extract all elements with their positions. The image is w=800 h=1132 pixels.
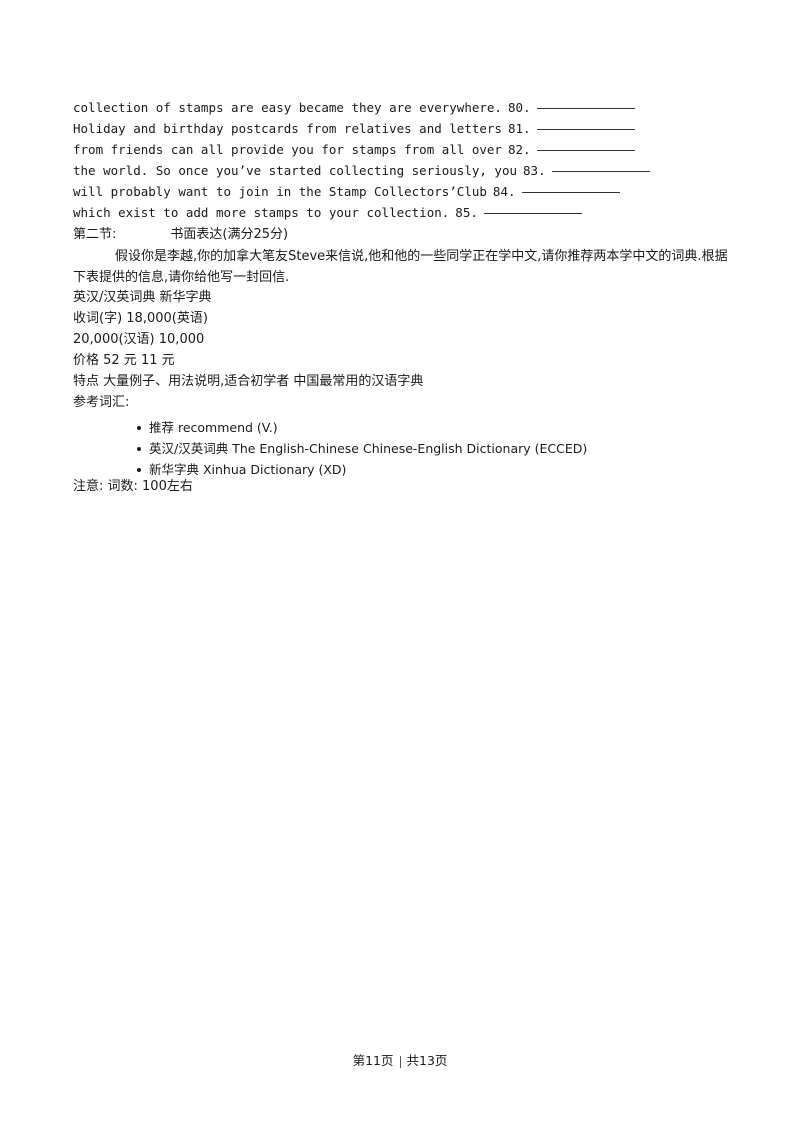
vocab-item: 新华字典 Xinhua Dictionary (XD): [137, 459, 346, 478]
writing-prompt: 假设你是李越,你的加拿大笔友Steve来信说,他和他的一些同学正在学中文,请你推…: [73, 246, 733, 288]
page-number: 第11页: [352, 1053, 394, 1068]
passage-line: which exist to add more stamps to your c…: [73, 205, 582, 220]
answer-blank: [521, 192, 620, 193]
passage-line: from friends can all provide you for sta…: [73, 142, 635, 157]
vocab-label: 参考词汇:: [73, 395, 130, 410]
word-count-note: 注意: 词数: 100左右: [73, 479, 193, 494]
passage-line: the world. So once you’ve started collec…: [73, 163, 650, 178]
question-number: 80.: [507, 100, 531, 115]
answer-blank: [536, 108, 635, 109]
passage-text: collection of stamps are easy became the…: [73, 100, 502, 115]
vocab-text: 英汉/汉英词典 The English-Chinese Chinese-Engl…: [149, 441, 588, 456]
section-heading: 第二节: 书面表达(满分25分): [73, 228, 288, 241]
info-line: 20,000(汉语) 10,000: [73, 332, 205, 347]
question-number: 82.: [507, 142, 531, 157]
vocab-text: 推荐 recommend (V.): [149, 420, 278, 435]
question-number: 85.: [455, 205, 478, 220]
info-line: 收词(字) 18,000(英语): [73, 311, 208, 326]
answer-blank: [536, 150, 635, 151]
info-line: 特点 大量例子、用法说明,适合初学者 中国最常用的汉语字典: [73, 374, 424, 389]
passage-text: Holiday and birthday postcards from rela…: [73, 121, 502, 136]
bullet-icon: [137, 467, 141, 472]
info-line: 英汉/汉英词典 新华字典: [73, 290, 212, 305]
answer-blank: [551, 171, 650, 172]
section-label: 第二节:: [73, 227, 117, 242]
answer-blank: [483, 213, 582, 214]
page-footer: 第11页共13页: [0, 1050, 800, 1069]
passage-line: Holiday and birthday postcards from rela…: [73, 121, 635, 136]
section-title: 书面表达(满分25分): [170, 227, 289, 242]
bullet-icon: [137, 446, 141, 451]
passage-text: the world. So once you’ve started collec…: [73, 163, 518, 178]
vocab-text: 新华字典 Xinhua Dictionary (XD): [149, 462, 347, 477]
bullet-icon: [137, 425, 141, 430]
prompt-text: 假设你是李越,你的加拿大笔友Steve来信说,他和他的一些同学正在学中文,请你推…: [73, 249, 728, 285]
footer-divider: [399, 1055, 401, 1068]
vocab-item: 英汉/汉英词典 The English-Chinese Chinese-Engl…: [137, 438, 587, 457]
info-line: 价格 52 元 11 元: [73, 353, 175, 368]
vocab-item: 推荐 recommend (V.): [137, 417, 278, 436]
question-number: 84.: [492, 184, 516, 199]
page-total: 共13页: [406, 1053, 448, 1068]
passage-line: will probably want to join in the Stamp …: [73, 184, 620, 199]
passage-text: which exist to add more stamps to your c…: [73, 205, 450, 220]
passage-line: collection of stamps are easy became the…: [73, 100, 635, 115]
passage-text: will probably want to join in the Stamp …: [73, 184, 487, 199]
question-number: 83.: [523, 163, 546, 178]
answer-blank: [536, 129, 635, 130]
passage-text: from friends can all provide you for sta…: [73, 142, 502, 157]
question-number: 81.: [507, 121, 531, 136]
